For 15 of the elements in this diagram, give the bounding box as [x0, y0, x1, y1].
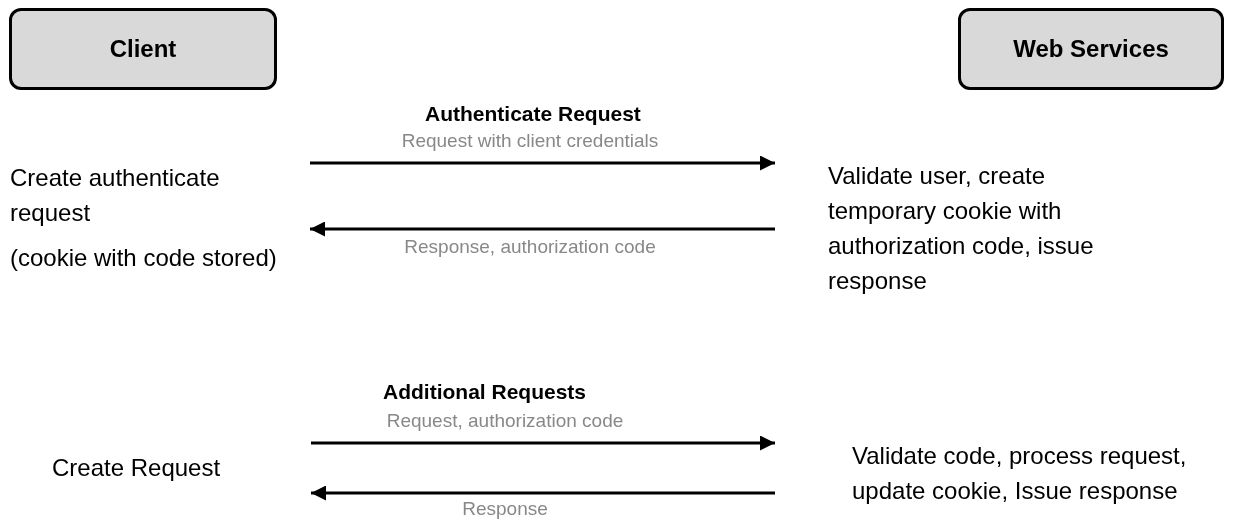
- step-description: (cookie with code stored): [10, 243, 278, 273]
- arrow: [310, 221, 775, 237]
- participant-box: [958, 8, 1224, 90]
- step-description: Validate code, process request, update cookie, Issue response: [852, 441, 1188, 506]
- participant-box: [9, 8, 277, 90]
- step-description: Validate user, create temporary cookie with authorization code, issue response: [828, 161, 1095, 296]
- step-description: Create authenticate request: [10, 163, 221, 228]
- participant-label: Web Services: [1013, 35, 1169, 63]
- arrow: [311, 485, 775, 501]
- section-heading: Additional Requests: [383, 380, 587, 404]
- arrow: [311, 435, 775, 451]
- arrow: [310, 155, 775, 171]
- step-description: Create Request: [52, 453, 222, 483]
- section-heading: Authenticate Request: [425, 102, 641, 126]
- participant-label: Client: [109, 35, 177, 63]
